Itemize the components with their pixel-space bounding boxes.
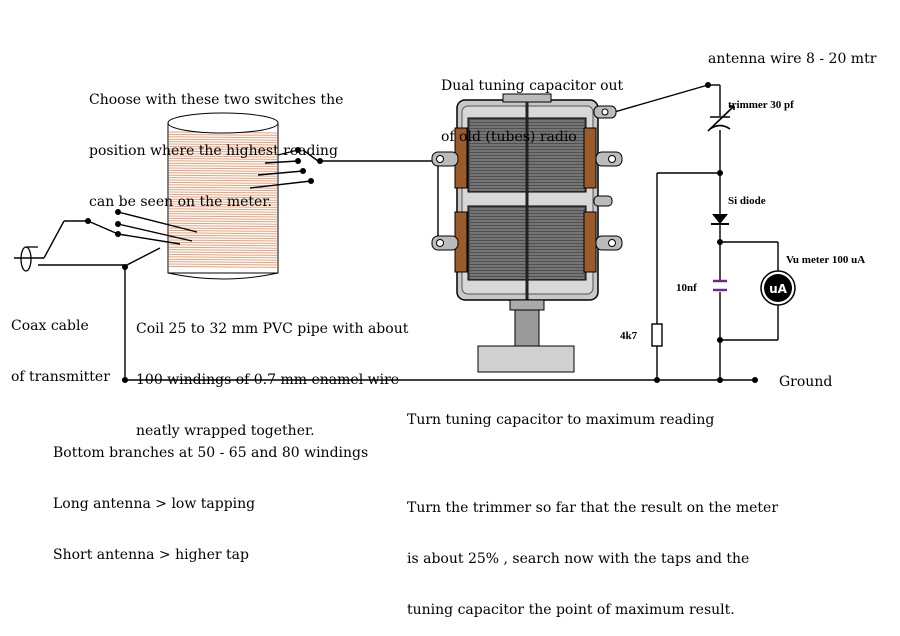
capacitor-note-line-2: of old (tubes) radio [441,129,577,145]
coil-winding [168,217,278,220]
branches-note-line-3: Short antenna > higher tap [53,547,249,563]
coil-winding [168,165,278,168]
coil-winding [168,203,278,206]
coil-winding [168,220,278,223]
coil-winding [168,246,278,249]
coil-winding [168,184,278,187]
antenna-wire-label: antenna wire 8 - 20 mtr [708,51,877,67]
coil-winding [168,263,278,266]
branches-note-line-1: Bottom branches at 50 - 65 and 80 windin… [53,445,369,461]
trimmer-note-line-2: is about 25% , search now with the taps … [407,551,750,567]
diode-label: Si diode [728,195,766,207]
meter-symbol-label: uA [769,282,788,296]
coil-winding [168,256,278,259]
coil-winding [168,222,278,225]
coil-winding [168,253,278,256]
trimmer-note: Turn the trimmer so far that the result … [407,466,778,636]
coil-note-line-3: neatly wrapped together. [136,423,315,439]
switch-note: Choose with these two switches the posit… [89,58,343,228]
coil-winding [168,143,278,146]
coil-winding [168,261,278,264]
coil-winding [168,181,278,184]
coil-winding [168,167,278,170]
circuit-diagram: uA [14,82,796,383]
resistor-icon [651,323,663,347]
coil-winding [168,148,278,151]
coil-winding [168,229,278,232]
coil-winding [168,213,278,216]
coil-winding [168,258,278,261]
coil-winding [168,265,278,268]
coil-winding [168,169,278,172]
coil-note: Coil 25 to 32 mm PVC pipe with about 100… [136,287,408,457]
resistor-label: 4k7 [620,330,638,342]
coax-label: Coax cable of transmitter [11,284,110,403]
coil-winding [168,174,278,177]
coil-winding [168,162,278,165]
trimmer-note-line-1: Turn the trimmer so far that the result … [407,500,779,516]
branches-note-line-2: Long antenna > low tapping [53,496,256,512]
coil-winding [168,244,278,247]
coil-winding [168,138,278,141]
coil-winding [168,225,278,228]
coil-winding [168,145,278,148]
coil-winding [168,177,278,180]
coil-winding [168,153,278,156]
coil-winding [168,215,278,218]
branches-note: Bottom branches at 50 - 65 and 80 windin… [53,411,368,581]
coil-winding [168,160,278,163]
meter-icon: uA [760,270,796,306]
meter-label: Vu meter 100 uA [786,254,866,266]
coil-winding [168,227,278,230]
coil-winding [168,210,278,213]
coil-windings [168,131,278,268]
coil-winding [168,232,278,235]
trimmer-label: trimmer 30 pf [728,99,794,111]
coil-winding [168,198,278,201]
coil [167,112,279,280]
coax-label-line-1: Coax cable [11,318,89,334]
coil-winding [168,201,278,204]
coil-winding [168,189,278,192]
trimmer-note-line-3: tuning capacitor the point of maximum re… [407,602,735,618]
coil-winding [168,237,278,240]
trimmer-capacitor-icon [707,105,735,132]
ground-label: Ground [779,374,833,390]
diode-icon [711,214,729,225]
coil-winding [168,179,278,182]
coil-note-line-2: 100 windings of 0.7 mm enamel wire [136,372,400,388]
coil-winding [168,251,278,254]
coil-winding [168,191,278,194]
coil-winding [168,141,278,144]
switch-note-line-3: can be seen on the meter. [89,194,272,210]
dual-tuning-capacitor [431,93,623,373]
coil-winding [168,193,278,196]
coil-winding [168,157,278,160]
coil-winding [168,241,278,244]
switch-note-line-1: Choose with these two switches the [89,92,344,108]
capacitor-10nf-icon [713,279,727,292]
tuning-note: Turn tuning capacitor to maximum reading [407,412,715,428]
coil-winding [168,234,278,237]
coil-winding [168,155,278,158]
coil-winding [168,133,278,136]
junction-dots [85,82,758,383]
wires [14,84,779,381]
coax-label-line-2: of transmitter [11,369,110,385]
capacitor-note-line-1: Dual tuning capacitor out [441,78,624,94]
coil-winding [168,186,278,189]
coil-winding [168,196,278,199]
coil-note-line-1: Coil 25 to 32 mm PVC pipe with about [136,321,409,337]
coax-connector-icon [20,246,38,272]
cap-10nf-label: 10nf [676,282,697,294]
coil-winding [168,172,278,175]
coil-winding [168,136,278,139]
capacitor-note: Dual tuning capacitor out of old (tubes)… [441,44,623,163]
switch-note-line-2: position where the highest reading [89,143,338,159]
coil-winding [168,150,278,153]
coil-winding [168,249,278,252]
coil-winding [168,205,278,208]
coil-winding [168,208,278,211]
